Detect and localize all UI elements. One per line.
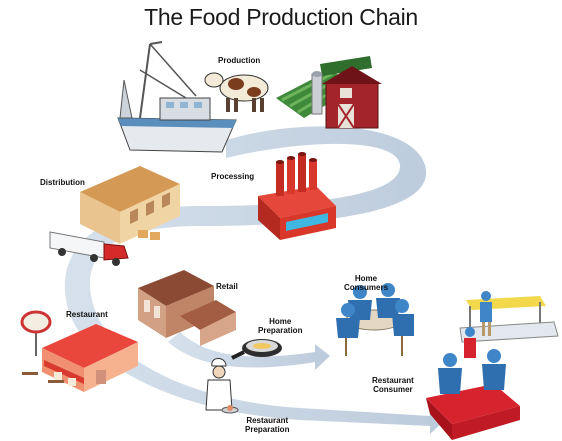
warehouse-icon xyxy=(80,166,180,244)
restaurant-icon xyxy=(20,310,138,392)
factory-icon xyxy=(258,152,336,240)
label-restaurant-consumer: Restaurant Consumer xyxy=(372,376,414,394)
label-processing: Processing xyxy=(211,172,255,181)
home-flow-arrow xyxy=(168,332,330,370)
truck-icon xyxy=(49,231,129,266)
label-restaurant: Restaurant xyxy=(66,310,108,319)
label-restaurant-consumer-line2: Consumer xyxy=(373,385,413,394)
flow-arrows xyxy=(64,126,445,435)
label-distribution: Distribution xyxy=(40,178,85,187)
diagram-title: The Food Production Chain xyxy=(144,4,418,30)
label-retail: Retail xyxy=(216,282,238,291)
label-home-preparation: Home Preparation xyxy=(258,317,302,335)
label-home-preparation-line2: Preparation xyxy=(258,326,303,335)
main-flow-arrow xyxy=(64,126,445,435)
retail-store-icon xyxy=(138,270,236,346)
label-home-preparation-line1: Home xyxy=(269,317,292,326)
buffet-line-icon xyxy=(459,291,559,343)
frying-pan-icon xyxy=(231,339,282,360)
label-restaurant-preparation-line2: Preparation xyxy=(245,425,290,434)
barn-icon xyxy=(276,56,382,129)
label-home-consumers-line1: Home xyxy=(354,274,378,283)
label-restaurant-preparation: Restaurant Preparation xyxy=(245,416,289,434)
label-restaurant-preparation-line1: Restaurant xyxy=(246,416,289,425)
chef-icon xyxy=(205,358,239,414)
label-home-consumers-line2: Consumers xyxy=(344,283,389,292)
fishing-boat-icon xyxy=(117,41,237,153)
label-restaurant-consumer-line1: Restaurant xyxy=(372,376,414,385)
label-production: Production xyxy=(218,56,261,65)
cow-icon xyxy=(204,72,269,112)
restaurant-consumer-icon xyxy=(426,327,520,440)
label-home-consumers: Home Consumers xyxy=(344,274,388,292)
home-consumers-icon xyxy=(336,283,414,356)
